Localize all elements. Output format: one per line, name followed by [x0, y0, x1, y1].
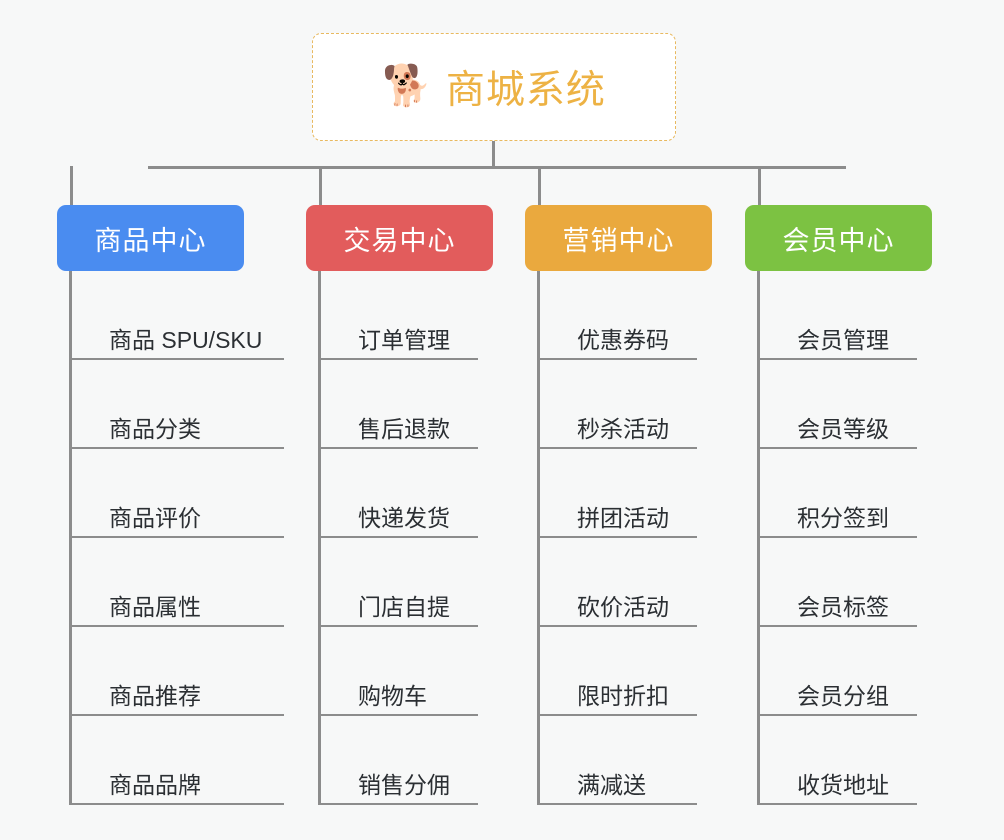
leaf-item[interactable]: 会员标签 [757, 538, 917, 627]
column-spine [537, 271, 540, 805]
leaf-item[interactable]: 商品品牌 [69, 716, 284, 805]
connector-drop-4 [758, 166, 761, 207]
column-spine [318, 271, 321, 805]
leaf-item-label: 商品属性 [109, 594, 201, 620]
leaf-item-label: 拼团活动 [577, 505, 669, 531]
leaf-item[interactable]: 积分签到 [757, 449, 917, 538]
leaf-item[interactable]: 会员等级 [757, 360, 917, 449]
leaf-item-label: 购物车 [358, 683, 427, 709]
leaf-item-label: 会员分组 [797, 683, 889, 709]
leaf-item-label: 砍价活动 [577, 594, 669, 620]
category-box-1[interactable]: 商品中心 [57, 205, 244, 271]
leaf-item-label: 商品 SPU/SKU [109, 327, 263, 353]
leaf-item[interactable]: 会员分组 [757, 627, 917, 716]
category-label: 交易中心 [343, 225, 456, 256]
category-box-3[interactable]: 营销中心 [525, 205, 712, 271]
connector-drop-1 [70, 166, 73, 207]
leaf-item[interactable]: 商品评价 [69, 449, 284, 538]
leaf-item[interactable]: 砍价活动 [537, 538, 697, 627]
leaf-item-label: 订单管理 [358, 327, 450, 353]
category-box-2[interactable]: 交易中心 [306, 205, 493, 271]
leaf-item-label: 快递发货 [358, 505, 450, 531]
connector-drop-2 [319, 166, 322, 207]
leaf-item-label: 会员等级 [797, 416, 889, 442]
leaf-item[interactable]: 销售分佣 [318, 716, 478, 805]
root-node[interactable]: 🐕 商城系统 [312, 33, 676, 141]
leaf-item[interactable]: 门店自提 [318, 538, 478, 627]
category-label: 商品中心 [94, 225, 207, 256]
category-label: 会员中心 [782, 225, 895, 256]
root-title: 商城系统 [445, 69, 606, 112]
leaf-item[interactable]: 商品属性 [69, 538, 284, 627]
leaf-item-label: 售后退款 [358, 416, 450, 442]
leaf-item[interactable]: 购物车 [318, 627, 478, 716]
leaf-item-label: 商品分类 [109, 416, 201, 442]
leaf-item[interactable]: 售后退款 [318, 360, 478, 449]
leaf-item[interactable]: 优惠券码 [537, 271, 697, 360]
leaf-item[interactable]: 商品 SPU/SKU [69, 271, 284, 360]
category-label: 营销中心 [562, 225, 675, 256]
shiba-dog-face-icon: 🐕 [382, 64, 432, 108]
leaf-item[interactable]: 限时折扣 [537, 627, 697, 716]
leaf-item[interactable]: 商品推荐 [69, 627, 284, 716]
leaf-item-label: 秒杀活动 [577, 416, 669, 442]
leaf-item-label: 满减送 [577, 772, 646, 798]
category-box-4[interactable]: 会员中心 [745, 205, 932, 271]
leaf-item-label: 销售分佣 [358, 772, 450, 798]
column-spine [757, 271, 760, 805]
leaf-item[interactable]: 满减送 [537, 716, 697, 805]
leaf-item-label: 商品评价 [109, 505, 201, 531]
leaf-item-label: 优惠券码 [577, 327, 669, 353]
connector-drop-3 [538, 166, 541, 207]
leaf-item[interactable]: 拼团活动 [537, 449, 697, 538]
leaf-item[interactable]: 会员管理 [757, 271, 917, 360]
leaf-item[interactable]: 订单管理 [318, 271, 478, 360]
column-spine [69, 271, 72, 805]
leaf-item-label: 会员管理 [797, 327, 889, 353]
leaf-item-label: 商品品牌 [109, 772, 201, 798]
leaf-item[interactable]: 秒杀活动 [537, 360, 697, 449]
connector-root-stem [492, 141, 495, 169]
leaf-item-label: 收货地址 [797, 772, 889, 798]
connector-horizontal-bus [148, 166, 846, 169]
leaf-item-label: 积分签到 [797, 505, 889, 531]
leaf-item-label: 会员标签 [797, 594, 889, 620]
leaf-item[interactable]: 商品分类 [69, 360, 284, 449]
leaf-item-label: 商品推荐 [109, 683, 201, 709]
leaf-item[interactable]: 收货地址 [757, 716, 917, 805]
leaf-item-label: 限时折扣 [577, 683, 669, 709]
leaf-item[interactable]: 快递发货 [318, 449, 478, 538]
leaf-item-label: 门店自提 [358, 594, 450, 620]
